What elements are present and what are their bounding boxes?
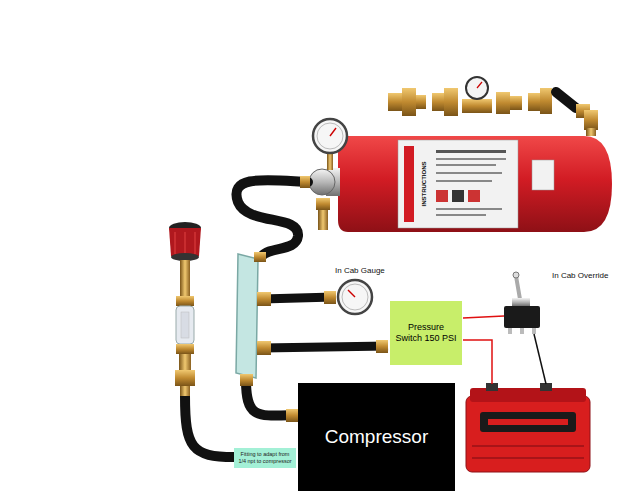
label-lines	[436, 180, 492, 182]
filter-element	[169, 228, 201, 256]
drain-thread	[318, 210, 328, 230]
pressure-switch-box: Pressure Switch 150 PSI	[390, 301, 462, 365]
gauge-scale	[342, 284, 368, 310]
gauge-stem	[327, 152, 333, 170]
toggle-lug	[508, 328, 512, 334]
toggle-body	[504, 306, 540, 328]
inline-filter	[176, 306, 194, 344]
drain-fitting	[316, 198, 330, 210]
compressor-box: Compressor	[298, 383, 455, 491]
filter-pleat	[195, 232, 196, 254]
override-label: In Cab Override	[552, 272, 608, 281]
coupler	[528, 93, 540, 111]
hex-nut	[176, 296, 194, 306]
regulator-gauge	[466, 77, 488, 99]
battery-badge-mark	[488, 419, 568, 425]
valve	[496, 92, 510, 114]
node-text: Compressor	[325, 426, 428, 449]
battery-terminal	[540, 383, 552, 391]
label-lines	[436, 164, 496, 166]
elbow-thread	[586, 128, 596, 136]
tank-sticker	[532, 160, 554, 190]
wire-black	[534, 334, 546, 384]
hex-nut	[402, 88, 416, 116]
battery-terminal	[486, 383, 498, 391]
tank-label-band	[404, 146, 414, 222]
battery-badge	[480, 412, 576, 432]
hose-fitting	[286, 409, 298, 422]
gauge-label: In Cab Gauge	[335, 267, 385, 276]
node-text: Fitting to adapt from 1/4 npt to compres…	[236, 451, 294, 464]
coupler	[175, 370, 195, 386]
gauge-needle	[348, 290, 355, 297]
battery-rib	[472, 445, 584, 447]
hose	[262, 346, 388, 348]
filter-core	[181, 312, 189, 338]
intake-filter	[169, 222, 201, 396]
toggle-bushing	[512, 298, 530, 306]
label-lines	[436, 150, 506, 153]
hose-fitting	[376, 340, 388, 353]
coupler	[416, 95, 426, 109]
hose	[236, 180, 308, 256]
hose-fitting	[257, 341, 271, 355]
tank-label-text: INSTRUCTIONS	[421, 162, 428, 207]
hose-fitting	[257, 292, 271, 306]
manifold	[236, 254, 258, 378]
in-cab-gauge	[338, 280, 372, 314]
hose	[185, 396, 234, 457]
hose-fitting	[240, 374, 253, 386]
filter-pleat	[175, 232, 176, 254]
tank-body	[338, 136, 612, 232]
air-tank	[309, 119, 612, 232]
hex-nut	[444, 88, 458, 116]
battery-rib	[472, 457, 584, 459]
fittings-row	[388, 77, 598, 136]
hex-nut	[540, 88, 552, 114]
manifold-fitting	[254, 252, 266, 262]
hose-fitting	[300, 176, 310, 188]
toggle-knob	[513, 272, 519, 278]
node-text: Pressure Switch 150 PSI	[394, 322, 458, 344]
coupler	[510, 96, 522, 110]
hose-barb	[180, 386, 190, 396]
wire-red	[463, 340, 492, 384]
tank-gauge	[313, 119, 347, 153]
gauge-scale	[317, 123, 343, 149]
label-lines	[436, 158, 506, 160]
label-lines	[436, 208, 502, 210]
label-lines	[436, 172, 502, 174]
battery-body	[466, 396, 590, 472]
hose-fitting	[324, 291, 336, 304]
hex-nut	[176, 344, 194, 354]
label-icon	[468, 190, 480, 202]
elbow	[584, 110, 598, 130]
gauge-needle	[477, 82, 482, 88]
filter-pleat	[185, 232, 186, 254]
tank-label	[398, 140, 518, 228]
regulator-body	[462, 99, 492, 113]
filter-base	[171, 253, 199, 261]
battery	[466, 383, 590, 472]
toggle-lug	[520, 328, 524, 334]
toggle-lug	[532, 328, 536, 334]
hose	[556, 92, 576, 108]
coupler	[388, 93, 402, 111]
hose	[262, 297, 334, 299]
wire-red	[463, 316, 504, 318]
fitting-note-box: Fitting to adapt from 1/4 npt to compres…	[234, 448, 296, 468]
toggle-switch	[504, 272, 540, 334]
brass-stem	[180, 260, 190, 302]
coupler	[432, 93, 444, 111]
label-lines	[436, 214, 486, 216]
gauge-needle	[330, 128, 336, 136]
brass-stem	[179, 354, 191, 370]
label-icon	[452, 190, 464, 202]
label-icon	[436, 190, 448, 202]
